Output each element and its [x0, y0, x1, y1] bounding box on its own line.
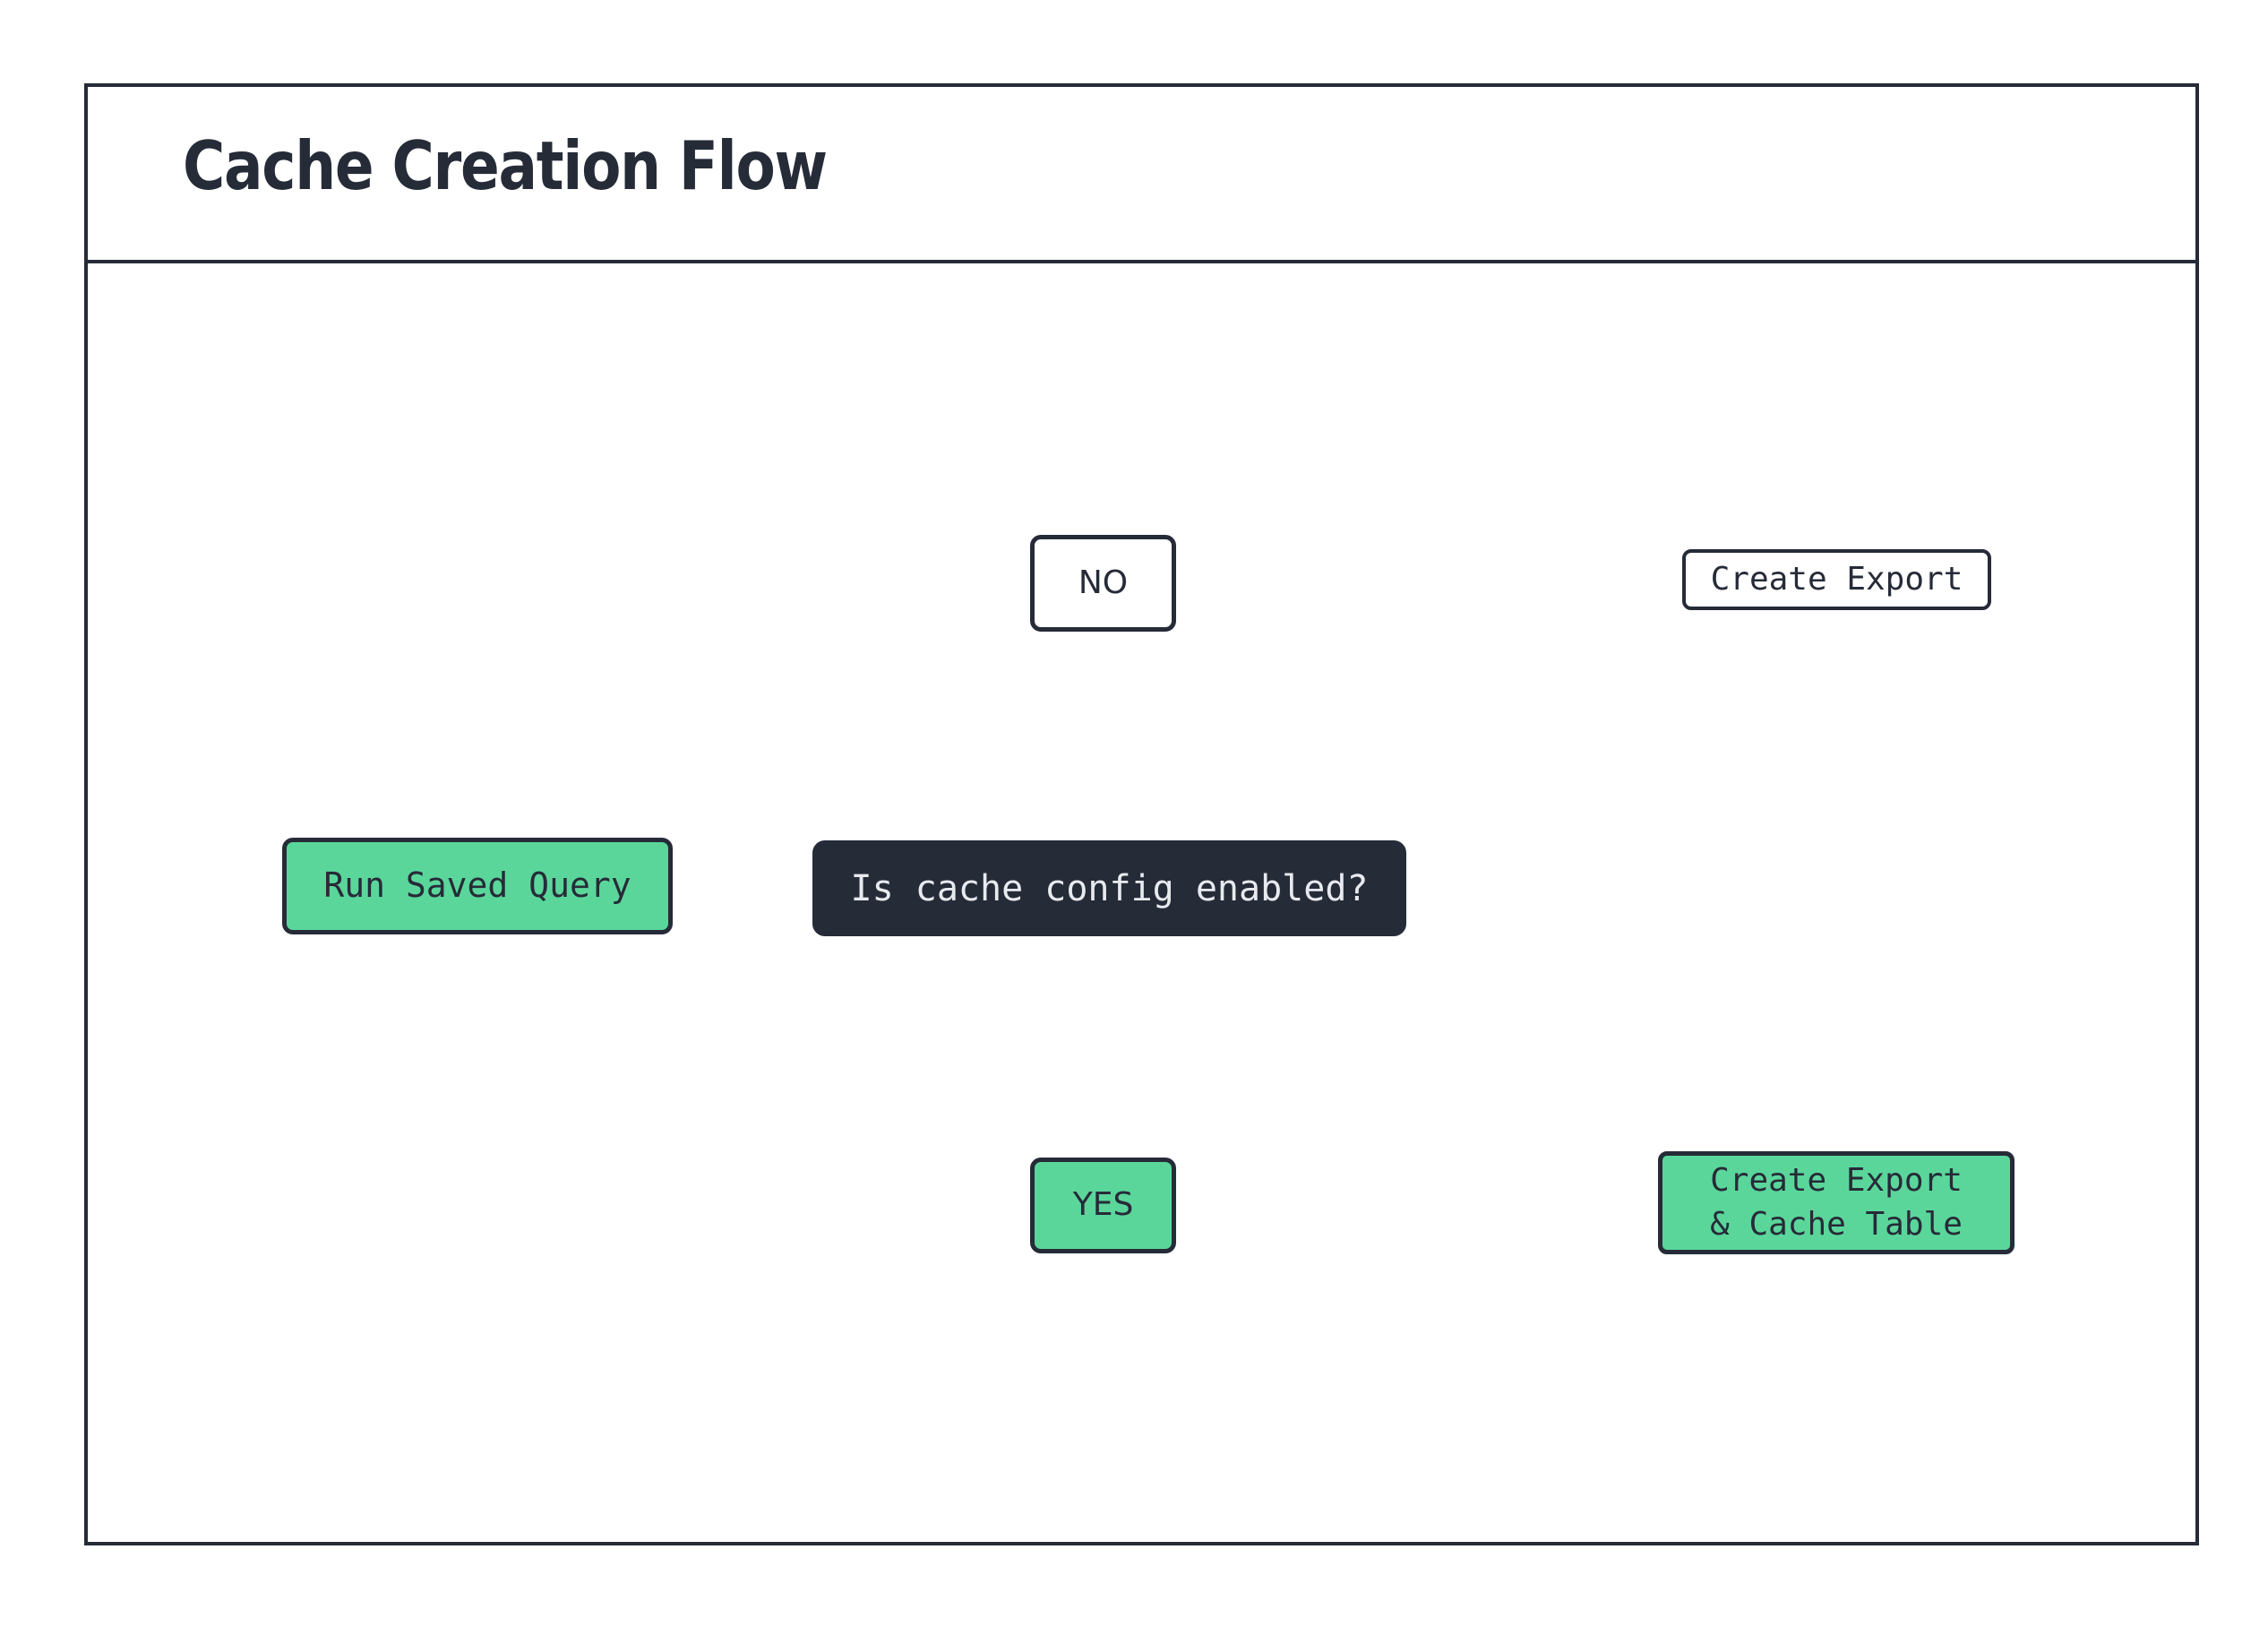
node-create-export-and-cache-table[interactable]: Create Export & Cache Table: [1658, 1151, 2015, 1254]
diagram-frame: Cache Creation Flow: [84, 83, 2199, 1545]
node-decision-is-cache-config-enabled[interactable]: Is cache config enabled?: [812, 840, 1406, 936]
node-branch-no[interactable]: NO: [1030, 535, 1176, 632]
diagram-header: Cache Creation Flow: [88, 87, 2195, 263]
node-branch-yes[interactable]: YES: [1030, 1158, 1176, 1253]
node-create-export[interactable]: Create Export: [1682, 549, 1991, 610]
node-run-saved-query[interactable]: Run Saved Query: [282, 838, 673, 934]
page-title: Cache Creation Flow: [183, 126, 828, 205]
